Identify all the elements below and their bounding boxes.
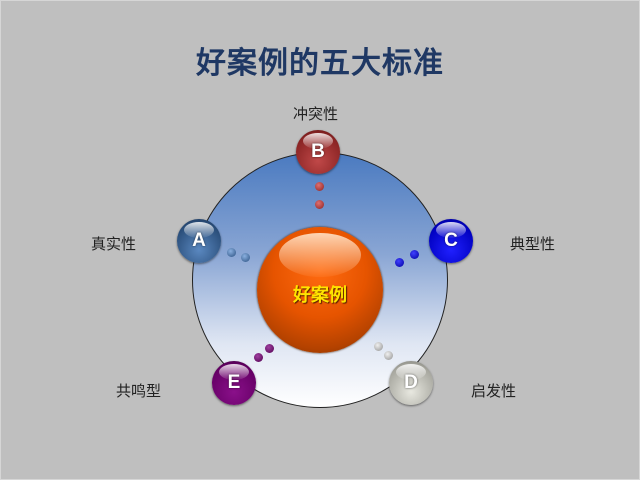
node-letter: D xyxy=(404,372,418,393)
node-d: D xyxy=(389,361,433,405)
label-e: 共鸣型 xyxy=(116,382,162,400)
node-highlight xyxy=(184,222,214,238)
label-a: 真实性 xyxy=(91,235,137,253)
slide-title: 好案例的五大标准 xyxy=(196,46,444,81)
node-e: E xyxy=(212,361,256,405)
node-highlight xyxy=(396,364,426,380)
connector-dot-b xyxy=(315,200,324,209)
connector-dot-b xyxy=(315,182,324,191)
node-a: A xyxy=(177,219,221,263)
label-d: 启发性 xyxy=(471,382,517,400)
node-b: B xyxy=(296,130,340,174)
node-letter: B xyxy=(311,141,325,162)
connector-dot-d xyxy=(384,351,393,360)
connector-dot-a xyxy=(227,248,236,257)
label-c: 典型性 xyxy=(510,235,556,253)
center-label: 好案例 xyxy=(293,285,347,306)
connector-dot-c xyxy=(410,250,419,259)
connector-dot-e xyxy=(254,353,263,362)
node-highlight xyxy=(303,133,333,149)
label-b: 冲突性 xyxy=(293,105,339,123)
node-letter: E xyxy=(227,372,241,393)
connector-dot-d xyxy=(374,342,383,351)
center-highlight xyxy=(279,233,361,277)
node-highlight xyxy=(219,364,249,380)
node-letter: A xyxy=(192,230,206,251)
connector-dot-a xyxy=(241,253,250,262)
center-ball: 好案例 xyxy=(257,227,383,353)
node-letter: C xyxy=(444,230,458,251)
connector-dot-c xyxy=(395,258,404,267)
node-highlight xyxy=(436,222,466,238)
connector-dot-e xyxy=(265,344,274,353)
node-c: C xyxy=(429,219,473,263)
